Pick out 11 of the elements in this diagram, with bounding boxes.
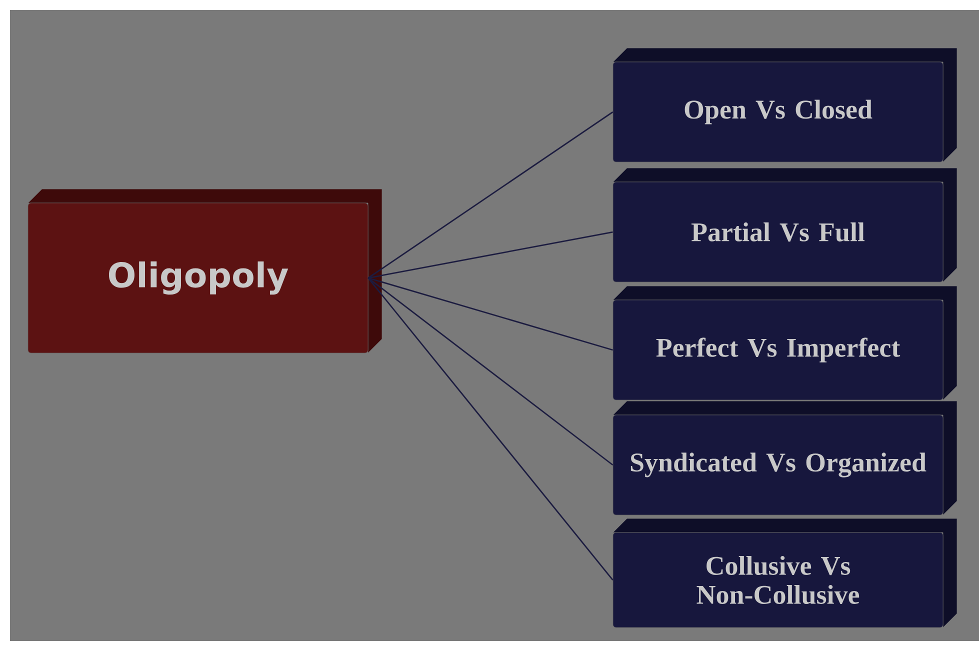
connector-line	[368, 277, 614, 466]
oligopoly-box: Oligopoly	[28, 188, 382, 354]
connector-line	[368, 111, 614, 279]
category-box: Collusive Vs Non-Collusive	[612, 518, 958, 628]
category-box: Syndicated Vs Organized	[612, 400, 958, 516]
connector-line	[368, 231, 613, 279]
connector-line	[368, 278, 614, 580]
category-box: Open Vs Closed	[612, 48, 958, 162]
category-box: Perfect Vs Imperfect	[612, 286, 958, 400]
category-box: Partial Vs Full	[612, 168, 958, 282]
connector-line	[368, 277, 613, 351]
